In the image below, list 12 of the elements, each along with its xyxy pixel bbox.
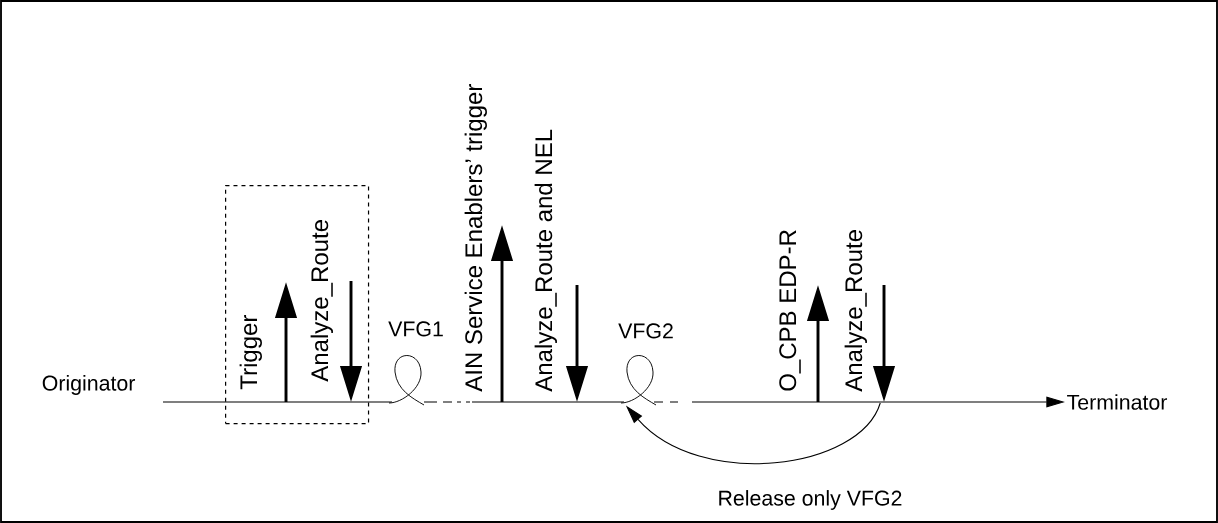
signal-label: O_CPB EDP-R — [779, 230, 801, 391]
signal-label: Analyze_Route — [310, 220, 333, 382]
signal-label: AIN Service Enablers’ trigger — [464, 84, 487, 392]
endpoint-label: Terminator — [1067, 394, 1168, 410]
loop-label: VFG2 — [618, 323, 673, 339]
signal-label: Analyze_Route and NEL — [534, 129, 557, 392]
loop-label: VFG1 — [388, 321, 443, 337]
signal-label: Trigger — [239, 315, 262, 390]
signal-label: Analyze_Route — [844, 230, 867, 392]
dotted-box — [225, 185, 370, 425]
endpoint-label: Originator — [42, 375, 136, 395]
edge-label: Release only VFG2 — [716, 488, 904, 512]
